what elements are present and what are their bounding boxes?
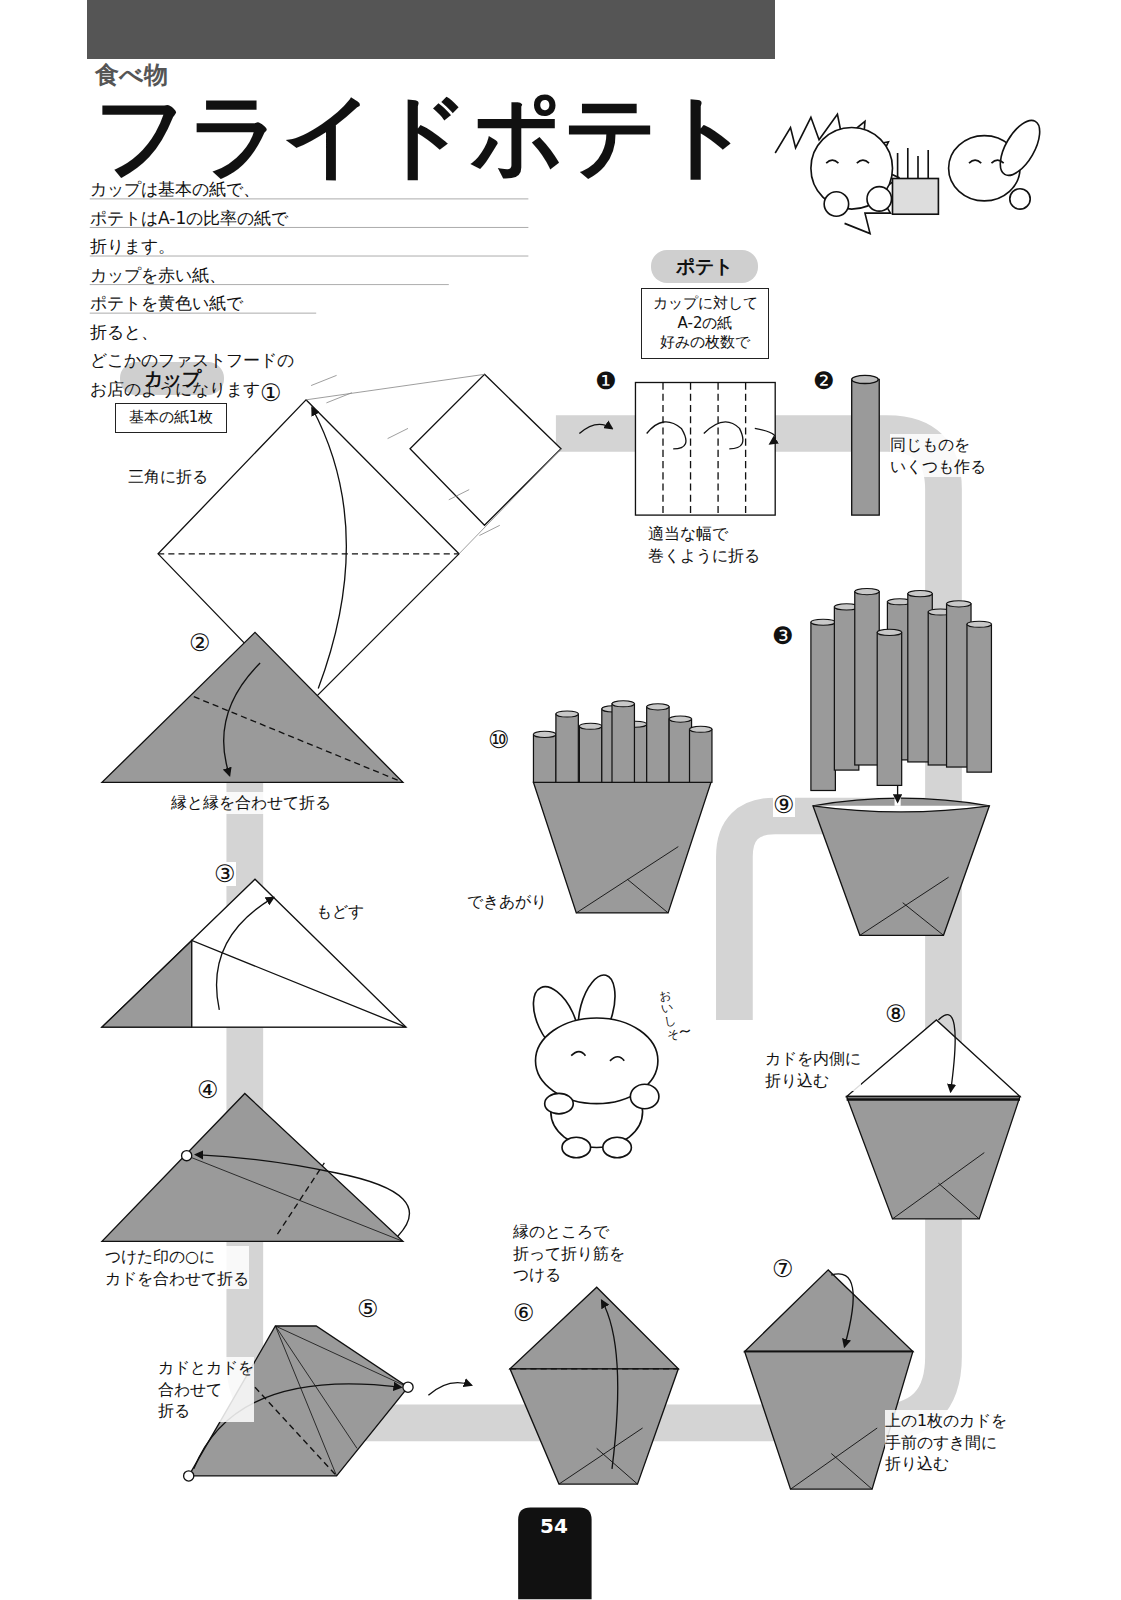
- step-note: 上の1枚のカドを 手前のすき間に 折り込む: [885, 1410, 1007, 1475]
- step-note: 三角に折る: [128, 466, 208, 488]
- fry: [533, 734, 555, 782]
- node-text: ポテト: [676, 254, 733, 279]
- fry-end: [855, 589, 879, 595]
- exclamation: おいしそ〜: [658, 988, 681, 1042]
- step-4-triangle: [102, 1093, 409, 1241]
- step-number: ⑧: [885, 1002, 907, 1026]
- step-note: カドを内側に 折り込む: [765, 1048, 861, 1091]
- potato-paper: [635, 383, 775, 516]
- fries: [533, 589, 991, 791]
- step-number: ⑤: [357, 1297, 379, 1321]
- fry: [967, 624, 991, 772]
- fry-end: [967, 621, 991, 627]
- fry: [556, 714, 578, 782]
- step-note: もどす: [316, 901, 364, 923]
- header-bar: [87, 0, 775, 59]
- fry-end: [877, 629, 901, 635]
- step-number: ②: [189, 631, 211, 655]
- step-note: カドとカドを 合わせて 折る: [158, 1357, 254, 1422]
- step-2-triangle: [102, 632, 403, 782]
- fry-end: [690, 726, 712, 732]
- fry: [669, 719, 691, 782]
- step-number: ❶: [595, 369, 617, 393]
- step-number: ❷: [813, 369, 835, 393]
- node-text: 基本の紙1枚: [129, 408, 214, 428]
- section-pill: ポテト: [651, 250, 758, 283]
- fry-end: [579, 723, 601, 729]
- step-number: ⑥: [513, 1301, 535, 1325]
- rabbit: [524, 971, 659, 1158]
- step-number: ⑩: [488, 728, 510, 752]
- step-note: 縁と縁を合わせて折る: [171, 792, 331, 814]
- fry: [647, 707, 669, 782]
- fry: [877, 632, 901, 785]
- fry: [811, 622, 835, 790]
- intro-text: カップは基本の紙で、ポテトはA-1の比率の紙で 折ります。カップを赤い紙、ポテト…: [90, 175, 294, 403]
- fry: [579, 726, 601, 782]
- page-tab: [518, 1508, 591, 1600]
- fry-end: [556, 711, 578, 717]
- step-note: 縁のところで 折って折り筋を つける: [513, 1221, 625, 1286]
- fry-end: [533, 731, 555, 737]
- page-title: フライドポテト: [94, 90, 752, 182]
- step-number: ①: [260, 381, 282, 405]
- fry-end: [647, 704, 669, 710]
- fry-end: [612, 701, 634, 707]
- step-note: 同じものを いくつも作る: [890, 434, 986, 477]
- fry: [855, 592, 879, 765]
- fry-end: [947, 601, 971, 607]
- fry-end: [811, 619, 835, 625]
- characters: [775, 114, 1047, 233]
- fry: [612, 704, 634, 783]
- step-number: ⑦: [772, 1257, 794, 1281]
- node-text: カップに対して A-2の紙 好みの枚数で: [653, 294, 758, 353]
- step-note: つけた印の○に カドを合わせて折る: [105, 1246, 249, 1289]
- page-number: 54: [540, 1513, 568, 1540]
- category-label: 食べ物: [95, 59, 168, 91]
- note-box: 基本の紙1枚: [115, 403, 227, 433]
- step-8-cup: [847, 1015, 1020, 1219]
- note-box: カップに対して A-2の紙 好みの枚数で: [641, 288, 769, 359]
- step-number: ⑨: [773, 793, 795, 817]
- step-note: できあがり: [467, 891, 547, 913]
- fry-end: [669, 716, 691, 722]
- rolled-tube: [852, 375, 880, 515]
- step-number: ❸: [772, 624, 794, 648]
- step-number: ③: [214, 862, 236, 886]
- step-10-cup: [533, 782, 710, 913]
- step-note: 適当な幅で 巻くように折る: [648, 523, 760, 566]
- fry-end: [908, 591, 932, 597]
- step-3-triangle: [102, 879, 406, 1027]
- step-6-cup: [510, 1287, 678, 1484]
- fry: [690, 729, 712, 782]
- step-number: ④: [197, 1078, 219, 1102]
